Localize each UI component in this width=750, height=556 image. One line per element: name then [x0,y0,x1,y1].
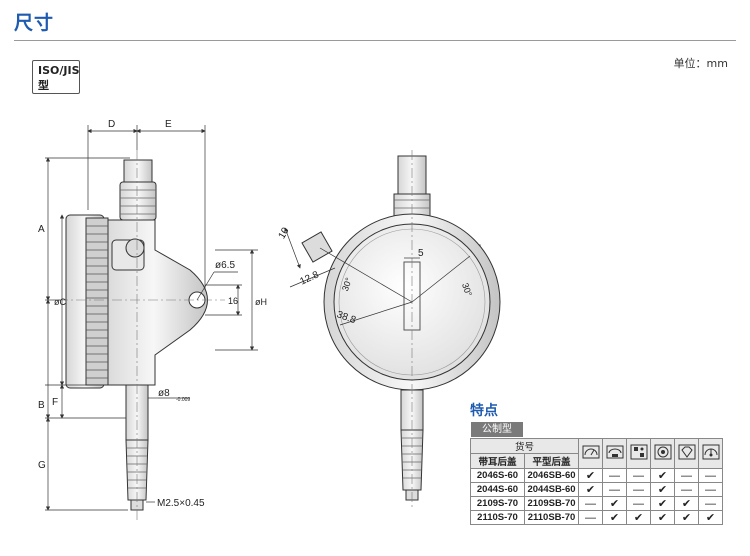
shock-proof-icon [650,438,675,469]
type-label-box: ISO/JIS 型 [32,60,80,94]
dim-E: E [165,119,172,130]
table-row: 2046S-60 2046SB-60 ✔ — — ✔ — — [470,468,723,483]
header-flat: 平型后盖 [524,453,579,469]
features-table: 货号 带耳后盖 平型后盖 2046S-60 2046SB-60 ✔ — — ✔ … [470,438,723,525]
table-row: 2109S-70 2109SB-70 — ✔ — ✔ ✔ — [470,496,723,511]
table-row: 2044S-60 2044SB-60 ✔ — — ✔ — — [470,482,723,497]
dim-16: 16 [228,296,238,306]
dim-6.5: ø6.5 [215,260,235,271]
header-code: 货号 [470,438,579,454]
dim-oH: øH [255,297,267,307]
metric-tag: 公制型 [471,422,523,437]
dim-stem: ø8 [158,388,170,399]
unit-label: 单位：mm [673,57,728,70]
dim-F: F [52,397,58,408]
front-dimensions [284,227,471,326]
page-title: 尺寸 [14,12,55,34]
type-label-line2: 型 [38,79,49,92]
dim-12.8: 12.8 [298,269,321,287]
table-row: 2110S-70 2110SB-70 — ✔ ✔ ✔ ✔ ✔ [470,510,723,525]
dial-face-icon [578,438,603,469]
dim-B: B [38,400,45,411]
dim-stem-tol: -0.009 [176,397,190,403]
dim-10: 10 [277,225,292,241]
dim-A: A [38,224,45,235]
header-lug: 带耳后盖 [470,453,525,469]
side-dimensions [45,125,258,511]
dim-thread: M2.5×0.45 [157,498,205,509]
features-title: 特点 [470,403,498,419]
side-view [58,150,225,520]
reverse-scale-icon [602,438,627,469]
diamond-jewel-icon [674,438,699,469]
dim-G: G [38,460,46,471]
type-label-line1: ISO/JIS [38,64,80,77]
dim-5: 5 [418,248,424,259]
dial-limit-icon [698,438,723,469]
side-dim-labels: D E A øC B F G øH ø6.5 16 ø8 -0.009 M2.5… [38,119,267,509]
front-dim-labels: 10 5 12.8 30° 30° 38.8 [277,225,475,326]
dim-30b: 30° [460,282,474,299]
jewel-bearing-icon [626,438,651,469]
content-frame [14,40,736,549]
dim-oC: øC [54,297,66,307]
dim-D: D [108,119,115,130]
dim-30a: 30° [340,276,354,293]
